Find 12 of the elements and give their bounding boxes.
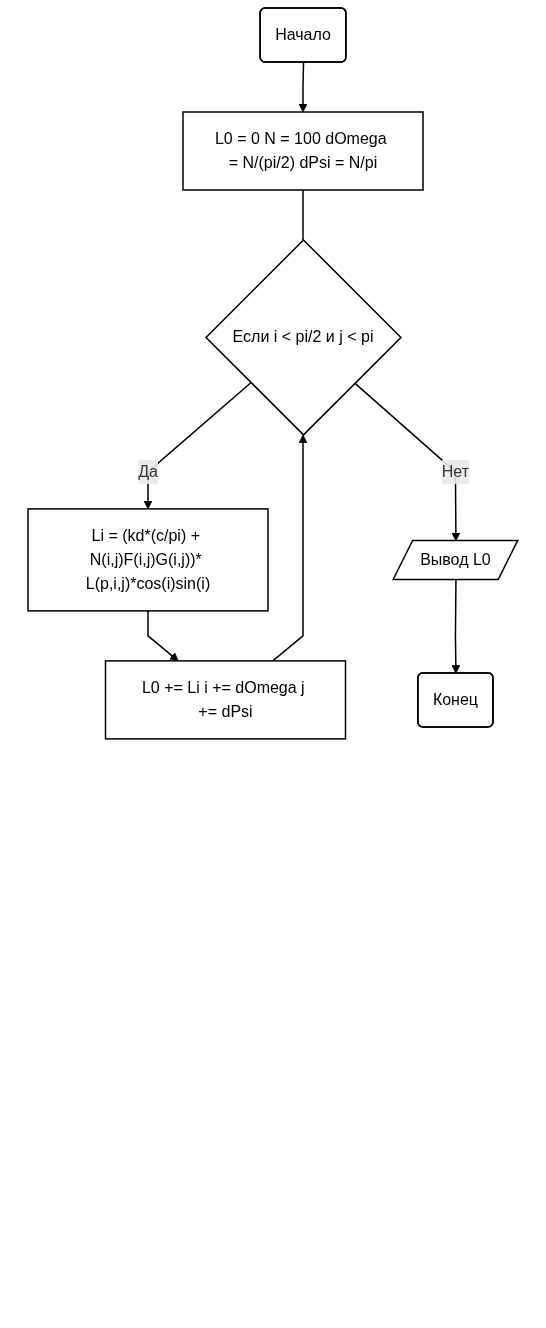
connector <box>302 189 304 241</box>
node-box: L0 += Li i += dOmega j += dPsi <box>104 660 347 740</box>
arrow <box>298 61 308 113</box>
node-box: L0 = 0 N = 100 dOmega = N/(pi/2) dPsi = N/pi <box>182 111 424 191</box>
arrow <box>451 579 461 674</box>
arrow <box>147 610 179 662</box>
arrow <box>272 434 308 662</box>
node-box: Li = (kd*(c/pi) + N(i,j)F(i,j)G(i,j))* L(p,i,j)*cos(i)sin(i) <box>27 508 269 612</box>
edge-label: Да <box>138 462 158 480</box>
edge-label: Нет <box>441 462 470 480</box>
arrow <box>143 381 252 510</box>
node-diamond: Если i < pi/2 и j < pi <box>205 238 403 436</box>
